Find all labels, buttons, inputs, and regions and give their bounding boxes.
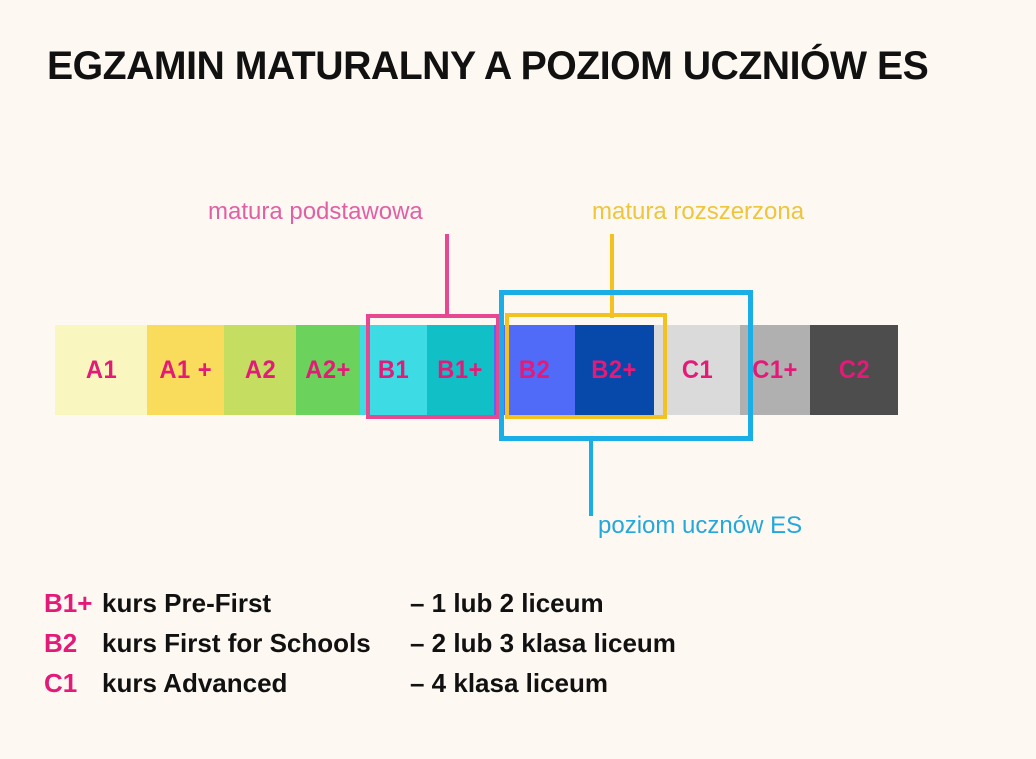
scale-band-label: A1 + — [159, 355, 212, 384]
legend-level: B1+ — [44, 588, 93, 618]
legend-row: B1+ kurs Pre-First – 1 lub 2 liceum — [44, 588, 676, 628]
legend-grade: – 4 klasa liceum — [410, 668, 609, 698]
scale-band-b1: B1 — [360, 325, 427, 415]
legend-level: B2 — [44, 628, 78, 658]
cefr-scale-bar: A1 A1 + A2 A2+ B1 B1+ B2 B2+ C1 C1+ C2 — [55, 325, 910, 415]
scale-band-label: B2 — [518, 355, 551, 384]
scale-band-label: A2+ — [305, 355, 351, 384]
scale-band-a1: A1 — [55, 325, 147, 415]
callout-label-matura-podstawowa: matura podstawowa — [208, 198, 423, 225]
scale-band-b1+: B1+ — [427, 325, 494, 415]
scale-band-a1+: A1 + — [147, 325, 224, 415]
legend-grade: – 1 lub 2 liceum — [410, 588, 604, 618]
legend-course: kurs First for Schools — [102, 628, 371, 658]
legend-row: B2 kurs First for Schools – 2 lub 3 klasa … — [44, 628, 676, 668]
scale-band-a2+: A2+ — [296, 325, 360, 415]
connector-line-matura-podstawowa — [445, 234, 449, 318]
legend-course: kurs Pre-First — [102, 588, 272, 618]
scale-band-label: C1 — [681, 355, 713, 384]
scale-band-b2+: B2+ — [575, 325, 654, 415]
callout-box-poziom-es — [499, 290, 753, 441]
scale-band-c1: C1 — [654, 325, 740, 415]
callout-label-poziom-es: poziom ucznów ES — [598, 512, 803, 539]
connector-line-matura-rozszerzona — [610, 234, 614, 318]
scale-band-label: C2 — [838, 355, 870, 384]
page-title: EGZAMIN MATURALNY A POZIOM UCZNIÓW ES — [47, 44, 929, 88]
legend-course: kurs Advanced — [102, 668, 288, 698]
scale-band-label: A2 — [244, 355, 276, 384]
legend-row: C1 kurs Advanced – 4 klasa liceum — [44, 668, 676, 708]
scale-band-label: B2+ — [591, 355, 638, 384]
legend-grade: – 2 lub 3 klasa liceum — [410, 628, 676, 658]
scale-band-label: B1+ — [437, 355, 484, 384]
connector-line-poziom-es — [589, 438, 593, 516]
scale-band-label: C1+ — [752, 355, 798, 384]
callout-box-matura-podstawowa — [366, 314, 500, 419]
callout-label-matura-rozszerzona: matura rozszerzona — [592, 198, 805, 225]
scale-band-a2: A2 — [224, 325, 296, 415]
scale-band-label: A1 — [85, 355, 117, 384]
scale-band-label: B1 — [377, 355, 410, 384]
scale-band-c2: C2 — [810, 325, 898, 415]
legend-level: C1 — [44, 668, 78, 698]
callout-box-matura-rozszerzona — [505, 313, 667, 419]
